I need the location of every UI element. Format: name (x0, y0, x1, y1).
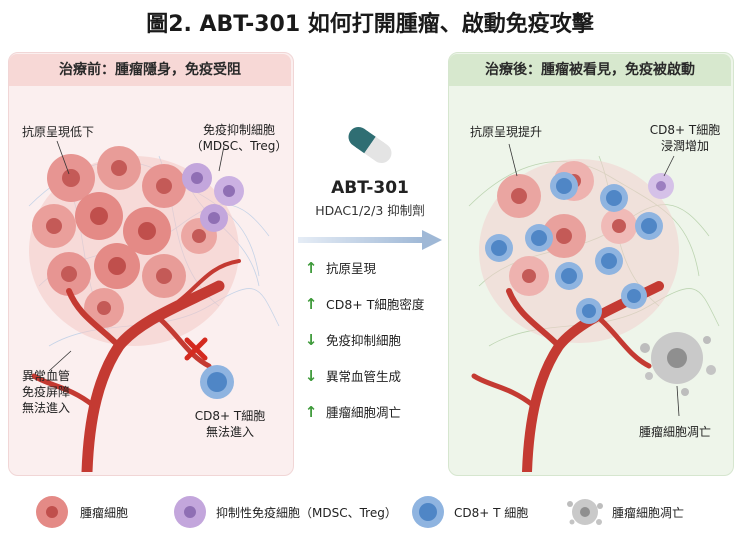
up-arrow-icon: ↑ (304, 259, 318, 277)
after-illustration (468, 143, 720, 472)
label-vessel-2: 免疫屏障 (22, 385, 71, 399)
pointer-lines (508, 143, 680, 417)
up-arrow-icon: ↑ (304, 295, 318, 313)
up-arrow-icon: ↑ (304, 403, 318, 421)
effect-item: ↑抗原呈現 (302, 258, 442, 278)
page-title: 圖2. ABT-301 如何打開腫瘤、啟動免疫攻擊 (146, 12, 594, 37)
effect-item: ↑腫瘤細胞凋亡 (302, 402, 442, 422)
down-arrow-icon: ↓ (304, 367, 318, 385)
transition-arrow-icon (298, 230, 442, 250)
tcell-outside (200, 365, 234, 399)
legend-apoptosis-label: 腫瘤細胞凋亡 (612, 506, 685, 520)
label-suppressor-title: 免疫抑制細胞 (202, 123, 275, 137)
legend-tcell-label: CD8+ T 細胞 (454, 506, 529, 520)
legend-suppressor-label: 抑制性免疫細胞（MDSC、Treg） (216, 506, 397, 520)
before-illustration (28, 140, 280, 472)
label-vessel-1: 異常血管 (22, 369, 71, 383)
label-tcell-infiltration-2: 浸潤增加 (660, 139, 709, 153)
effect-item: ↓異常血管生成 (302, 366, 442, 386)
blocked-x-icon (184, 337, 208, 361)
label-tumor-apoptosis: 腫瘤細胞凋亡 (638, 425, 711, 439)
abnormal-blood-vessels (31, 259, 241, 472)
legend-apoptosis-icon (567, 499, 603, 525)
label-tcell-infiltration-1: CD8+ T細胞 (649, 123, 721, 137)
drug-subtitle: HDAC1/2/3 抑制劑 (315, 203, 425, 218)
label-tcell-blocked-1: CD8+ T細胞 (194, 409, 266, 423)
capsule-icon (348, 126, 392, 164)
suppressor-cell (648, 173, 674, 199)
effect-item: ↑CD8+ T細胞密度 (302, 294, 442, 314)
after-panel-header: 治療後：腫瘤被看見，免疫被啟動 (449, 54, 731, 86)
legend-tumor-icon (36, 496, 68, 528)
label-vessel-3: 無法進入 (22, 401, 71, 415)
legend-tcell-icon (412, 496, 444, 528)
blood-vessels (471, 281, 664, 472)
label-antigen-high: 抗原呈現提升 (470, 125, 543, 139)
apoptotic-cell (640, 332, 716, 396)
down-arrow-icon: ↓ (304, 331, 318, 349)
effect-item: ↓免疫抑制細胞 (302, 330, 442, 350)
drug-name: ABT-301 (331, 178, 409, 198)
tcells-infiltrating (485, 172, 663, 324)
pointer-lines (48, 140, 225, 372)
legend-tumor-label: 腫瘤細胞 (80, 506, 129, 520)
label-suppressor-types: （MDSC、Treg） (190, 139, 288, 153)
before-panel-header: 治療前：腫瘤隱身，免疫受阻 (9, 54, 291, 86)
legend-suppressor-icon (174, 496, 206, 528)
suppressor-cells (182, 163, 244, 232)
label-tcell-blocked-2: 無法進入 (205, 425, 254, 439)
label-antigen-low: 抗原呈現低下 (22, 125, 95, 139)
